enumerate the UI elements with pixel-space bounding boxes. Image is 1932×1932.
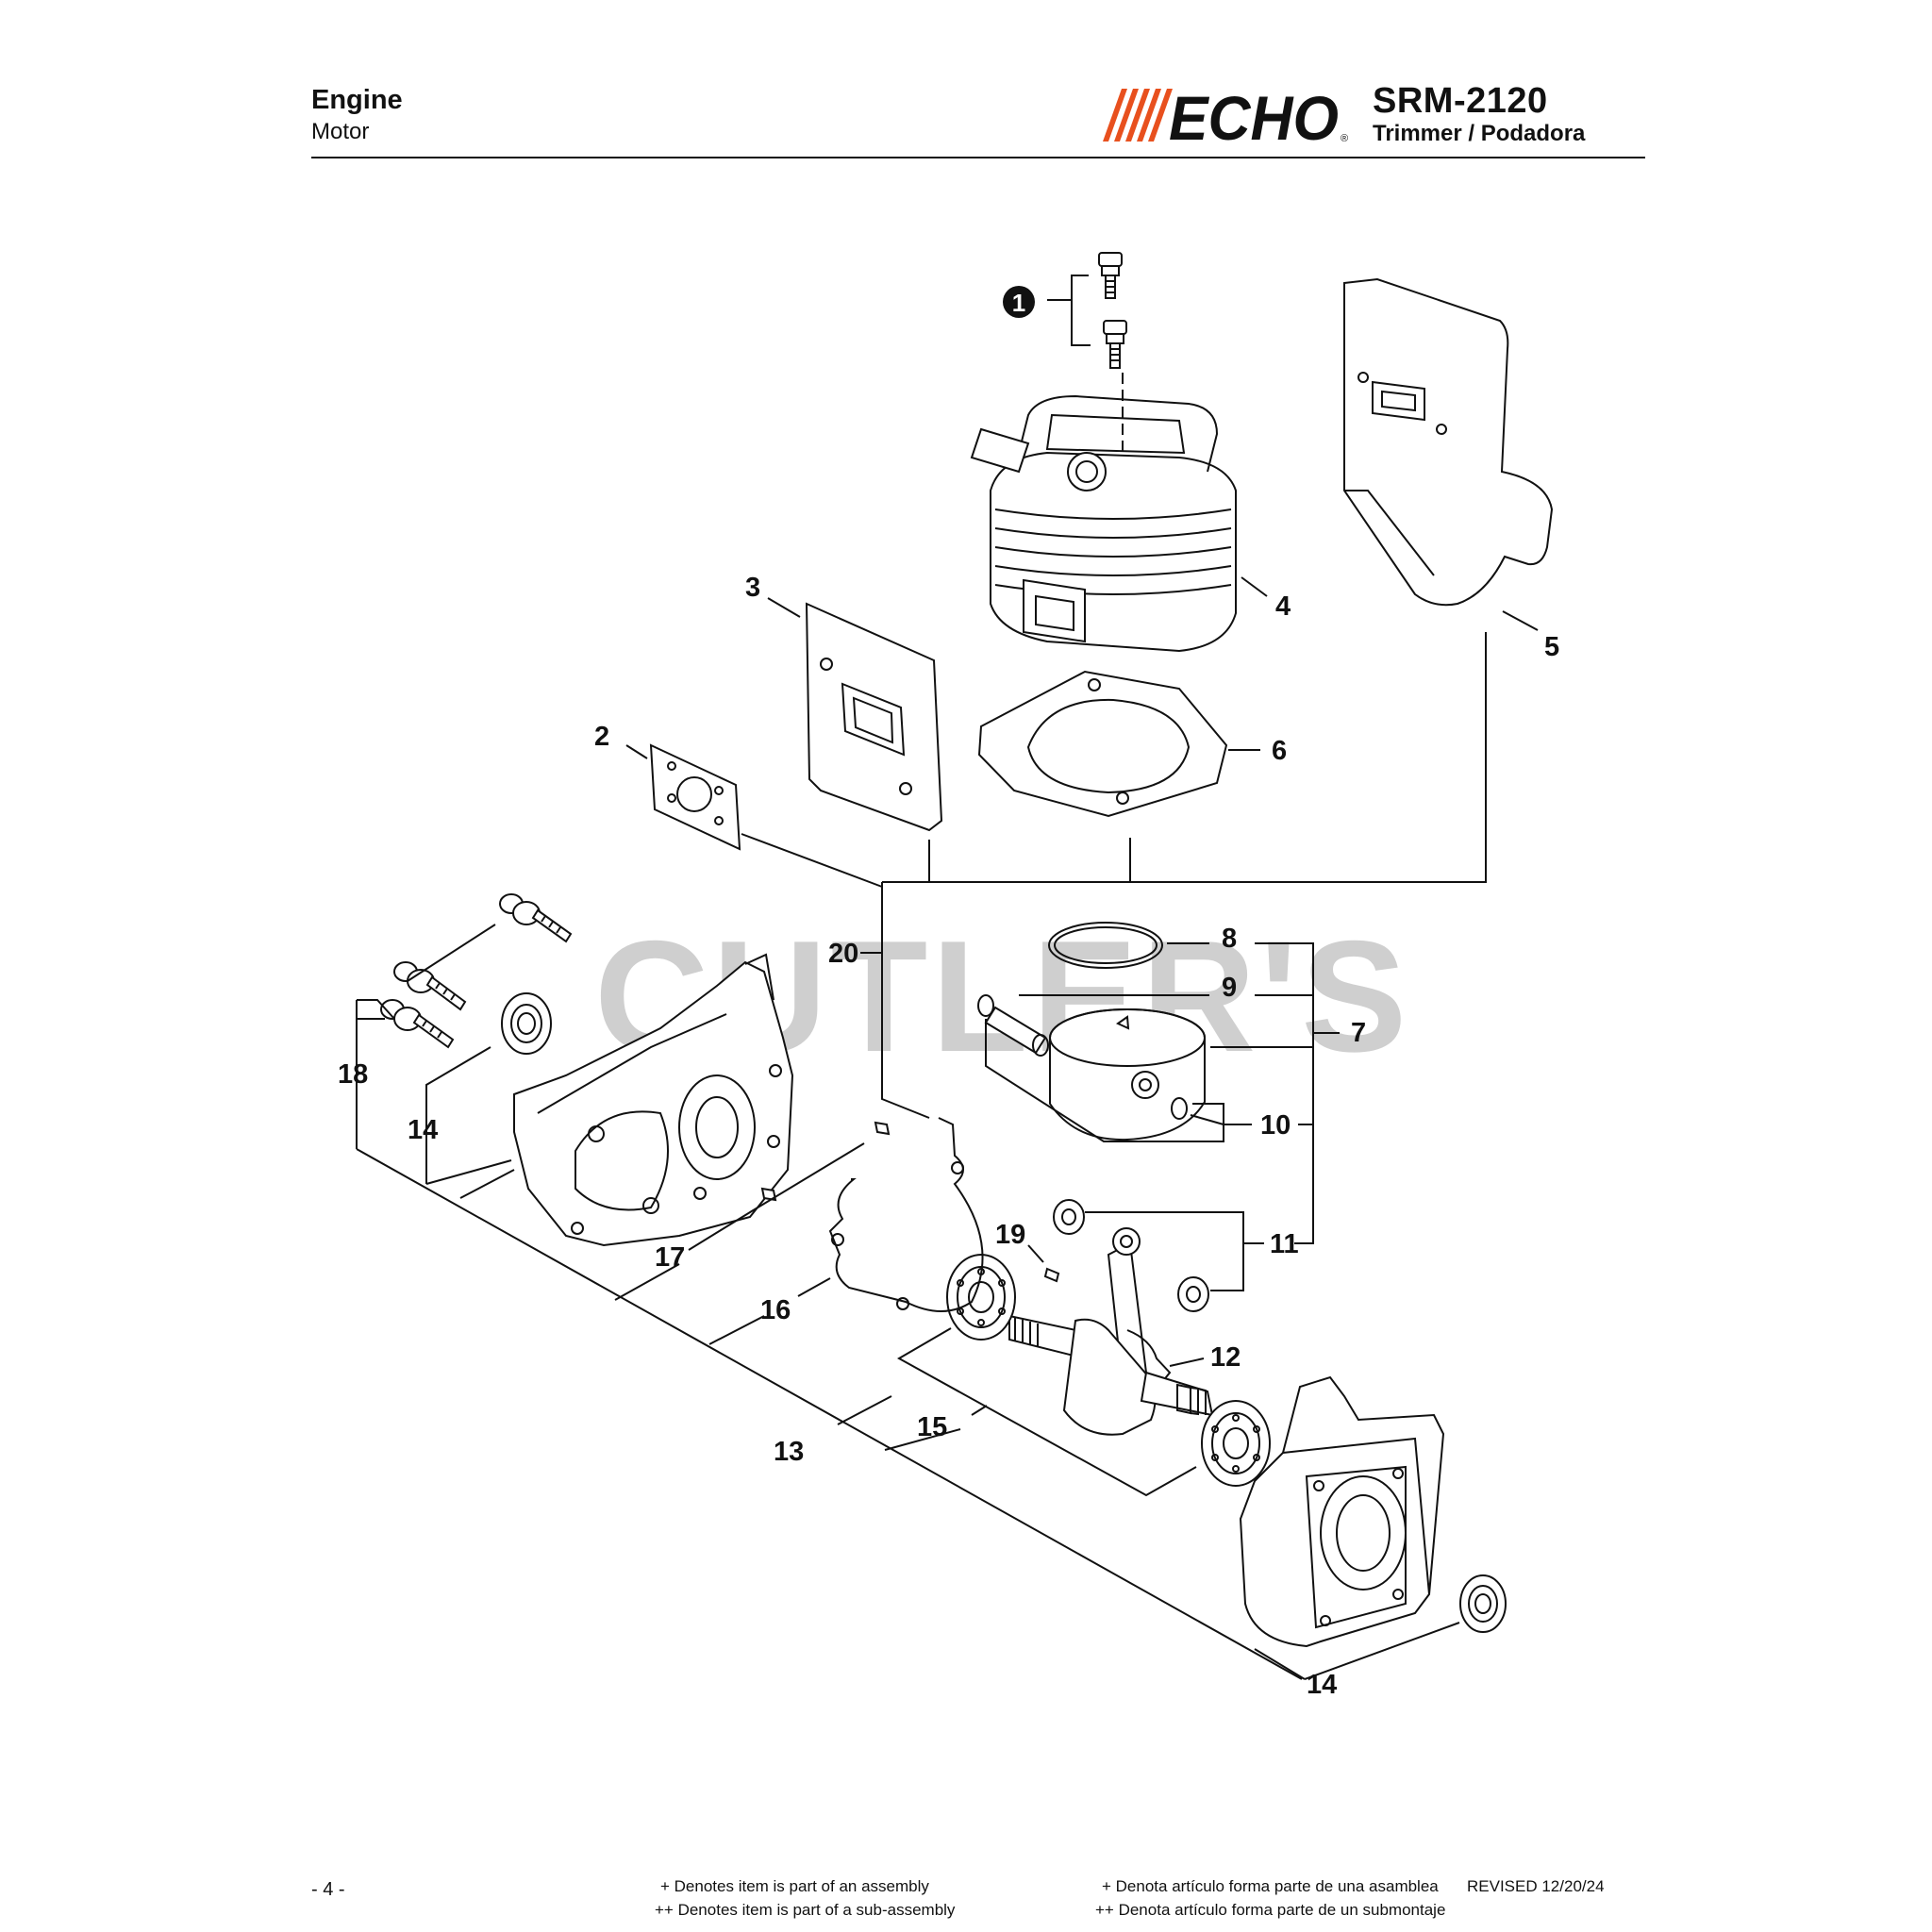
leader-17 xyxy=(688,1142,865,1251)
callout-1: 1 xyxy=(1012,289,1025,317)
leader-4 xyxy=(1241,576,1268,597)
part-piston-pin xyxy=(984,1006,1049,1057)
callout-19: 19 xyxy=(995,1220,1025,1250)
callout-5: 5 xyxy=(1544,632,1559,662)
part-crankcase-gasket xyxy=(828,1117,984,1312)
callout-14-right: 14 xyxy=(1307,1670,1337,1700)
part-piston-pin-clips xyxy=(977,994,1188,1120)
leader-7 xyxy=(1255,942,1340,1244)
callout-14-left: 14 xyxy=(408,1115,438,1145)
part-piston xyxy=(1049,1008,1206,1141)
callout-16: 16 xyxy=(760,1295,791,1325)
part-mounting-bolts xyxy=(380,893,573,1049)
callout-2: 2 xyxy=(594,722,609,752)
leader-12 xyxy=(1169,1357,1205,1367)
callout-20: 20 xyxy=(828,939,858,969)
callout-17: 17 xyxy=(655,1242,685,1273)
part-oil-seal-right xyxy=(1459,1574,1507,1633)
part-crankcase-right xyxy=(1239,1375,1445,1648)
part-oil-seal-left xyxy=(501,992,552,1055)
part-bearing-left xyxy=(946,1254,1016,1341)
leader-2 xyxy=(625,744,648,759)
part-cylinder-gasket xyxy=(977,670,1228,818)
revision-date: REVISED 12/20/24 xyxy=(1467,1877,1605,1895)
callout-6: 6 xyxy=(1272,736,1287,766)
callout-10: 10 xyxy=(1260,1110,1291,1141)
leader-3 xyxy=(767,597,801,618)
assembly-note-es: + Denota artículo forma parte de una asa… xyxy=(1102,1877,1439,1895)
part-insulator-gasket xyxy=(805,602,943,832)
leader-20 xyxy=(741,632,1487,1119)
echo-logo: ECHO ® xyxy=(1103,87,1348,143)
leader-1 xyxy=(1047,275,1091,346)
leader-10 xyxy=(985,1019,1313,1142)
part-heat-shield xyxy=(1343,277,1554,607)
leader-14-right xyxy=(1254,1622,1460,1680)
logo-stripes xyxy=(1103,89,1173,142)
subassembly-note-en: ++ Denotes item is part of a sub-assembl… xyxy=(655,1901,956,1919)
callout-4: 4 xyxy=(1275,591,1291,622)
product-name: Trimmer / Podadora xyxy=(1373,121,1586,146)
part-cylinder xyxy=(970,394,1237,653)
part-crankcase-left xyxy=(513,953,794,1247)
part-piston-ring xyxy=(1048,922,1163,969)
logo-wordmark: ECHO xyxy=(1169,87,1339,143)
callout-7: 7 xyxy=(1351,1018,1366,1048)
logo-registered-mark: ® xyxy=(1341,133,1348,143)
leader-13 xyxy=(356,1148,1303,1680)
leader-14-left xyxy=(425,1046,491,1184)
part-needle-bearing xyxy=(1043,1267,1060,1283)
page-number: - 4 - xyxy=(311,1879,345,1900)
leader-11 xyxy=(1085,1211,1264,1291)
header-divider xyxy=(311,157,1645,158)
section-subtitle: Motor xyxy=(311,119,370,144)
leader-16 xyxy=(797,1277,831,1297)
part-thrust-washers xyxy=(1053,1199,1209,1312)
part-cylinder-bolts xyxy=(1098,252,1127,369)
leader-15 xyxy=(896,1327,1197,1497)
part-carburetor-gasket xyxy=(649,743,741,851)
callout-18: 18 xyxy=(338,1059,368,1090)
callout-9: 9 xyxy=(1222,973,1237,1003)
leader-5 xyxy=(1502,610,1539,631)
callout-1-badge: 1 xyxy=(1003,286,1035,318)
leader-18 xyxy=(356,924,496,1149)
callout-3: 3 xyxy=(745,573,760,603)
callout-12: 12 xyxy=(1210,1342,1241,1373)
part-dowel-pins xyxy=(760,1121,891,1202)
leader-19 xyxy=(1027,1244,1044,1263)
section-title: Engine xyxy=(311,85,403,115)
assembly-note-en: + Denotes item is part of an assembly xyxy=(660,1877,929,1895)
part-crankshaft xyxy=(1008,1227,1214,1436)
callout-13: 13 xyxy=(774,1437,804,1467)
model-number: SRM-2120 xyxy=(1373,81,1548,121)
part-bearing-right xyxy=(1201,1400,1271,1487)
subassembly-note-es: ++ Denota artículo forma parte de un sub… xyxy=(1095,1901,1446,1919)
callout-8: 8 xyxy=(1222,924,1237,954)
callout-11: 11 xyxy=(1270,1229,1299,1259)
